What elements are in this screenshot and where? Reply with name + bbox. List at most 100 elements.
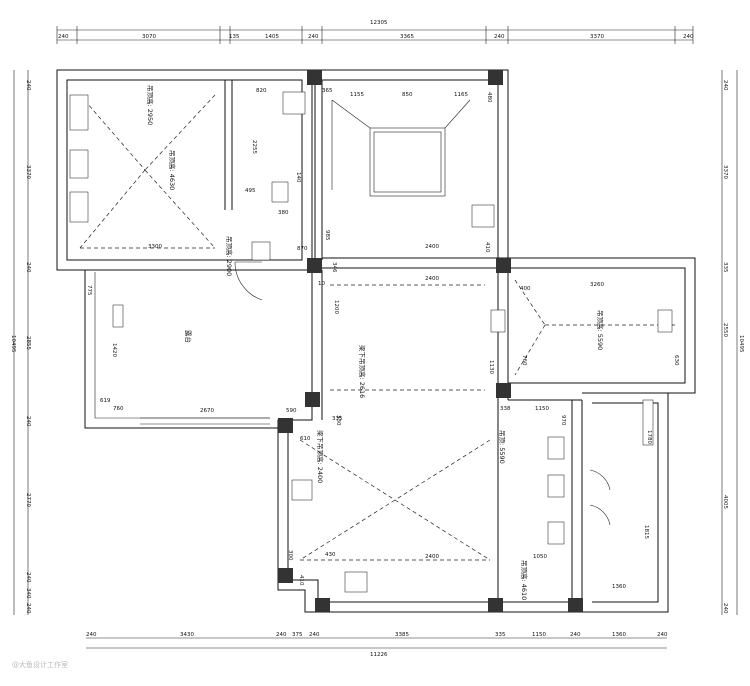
dim-1420: 1420	[111, 343, 117, 357]
left-dimension-chain: 240 3370 240 2855 240 2770 240 340 240 1…	[10, 70, 31, 615]
room-nw-ceiling-2: 吊顶高: 4630	[168, 150, 177, 190]
dim-1130: 1130	[488, 360, 494, 374]
balcony-label: 露台	[184, 330, 193, 343]
bottom-total-dimension: 11226	[370, 652, 388, 658]
top-dim-6: 3365	[400, 34, 414, 40]
top-dim-5: 240	[308, 34, 319, 40]
dim-338: 338	[500, 406, 511, 412]
top-dim-3: 135	[229, 34, 240, 40]
dim-3300: 3300	[148, 244, 162, 250]
dim-850: 850	[402, 92, 413, 98]
dim-1200: 1200	[333, 300, 339, 314]
dim-760: 760	[113, 406, 124, 412]
top-dim-8: 3370	[590, 34, 604, 40]
top-dim-4: 1405	[265, 34, 279, 40]
dim-760-e: 760	[521, 355, 527, 366]
dim-365: 365	[322, 88, 333, 94]
right-dim-4: 2550	[722, 323, 728, 337]
bottom-dim-11: 240	[657, 632, 668, 638]
top-total-dimension: 12305	[370, 20, 388, 26]
dim-870: 870	[297, 246, 308, 252]
dim-2400-bottom: 2400	[425, 554, 439, 560]
bottom-dim-4: 375	[292, 632, 303, 638]
left-dim-7: 240	[25, 572, 31, 583]
room-nw-ceiling: 吊顶高: 2950	[146, 85, 155, 125]
right-dim-6: 240	[722, 603, 728, 614]
dim-1165: 1165	[454, 92, 468, 98]
dim-2670: 2670	[200, 408, 214, 414]
bottom-right-ceiling: 吊顶高: 4610	[520, 560, 529, 600]
top-dim-1: 240	[58, 34, 69, 40]
top-dim-9: 240	[683, 34, 694, 40]
dim-346: 346	[331, 262, 337, 273]
door-swings	[234, 261, 611, 526]
right-dim-5: 4005	[722, 495, 728, 509]
dim-2255: 2255	[251, 140, 257, 154]
dim-410-top: 410	[484, 242, 490, 253]
dim-619: 619	[100, 398, 111, 404]
bottom-dim-5: 240	[309, 632, 320, 638]
room-labels: 吊顶高: 2950 吊顶高: 4630 露台 梁下吊顶高: 2616 吊顶高: …	[146, 85, 605, 600]
hall-ceiling-label-2: 吊顶: 5590	[498, 430, 506, 464]
dim-3260: 3260	[590, 282, 604, 288]
left-dim-6: 2770	[25, 493, 31, 507]
bottom-dim-3: 240	[276, 632, 287, 638]
left-dim-5: 240	[25, 416, 31, 427]
bottom-dim-9: 240	[570, 632, 581, 638]
left-dim-3: 240	[25, 262, 31, 273]
left-dim-1: 240	[25, 80, 31, 91]
dim-410-bottom: 410	[298, 575, 304, 586]
left-dim-8: 340	[25, 588, 31, 599]
corridor-ceiling-label: 梁下吊顶高: 2616	[358, 345, 367, 398]
dim-1050: 1050	[533, 554, 547, 560]
dim-1155: 1155	[350, 92, 364, 98]
interior-dimensions: 820 1155 850 1165 2255 3300 2400 870 240…	[86, 88, 679, 590]
watermark-text: @大鱼设计工作室	[12, 661, 68, 669]
dim-820: 820	[256, 88, 267, 94]
bottom-dimension-chain: 240 3430 240 375 240 3385 335 1150 240 1…	[86, 632, 668, 658]
room-east-ceiling: 吊顶高: 5590	[596, 310, 605, 350]
dim-775: 775	[86, 285, 92, 296]
dim-985: 985	[324, 230, 330, 241]
dim-300: 300	[287, 550, 293, 561]
left-dim-2: 3370	[25, 165, 31, 179]
top-dimension-chain: 12305 240 3070 135 1405 240 3365 240 337…	[56, 20, 694, 44]
bottom-dim-6: 3385	[395, 632, 409, 638]
right-dim-3: 335	[722, 262, 728, 273]
dim-330: 330	[335, 415, 341, 426]
dim-400: 400	[520, 286, 531, 292]
dim-480: 480	[486, 92, 492, 103]
dim-970: 970	[560, 415, 566, 426]
bottom-dim-8: 1150	[532, 632, 546, 638]
dim-335: 335	[332, 416, 343, 422]
dim-1815: 1815	[643, 525, 649, 539]
top-dim-2: 3070	[142, 34, 156, 40]
bottom-dim-1: 240	[86, 632, 97, 638]
left-dim-9: 240	[25, 603, 31, 614]
dim-140: 140	[295, 172, 301, 183]
bottom-dim-2: 3430	[180, 632, 194, 638]
structural-columns	[278, 70, 583, 612]
dim-1150: 1150	[535, 406, 549, 412]
left-total-dimension: 10495	[10, 335, 16, 353]
dim-1360: 1360	[612, 584, 626, 590]
hall-ceiling-label: 梁下吊顶高: 2400	[316, 430, 325, 483]
right-dim-1: 240	[722, 80, 728, 91]
dim-380: 380	[278, 210, 289, 216]
ceiling-dashed-lines	[79, 94, 675, 561]
dim-630: 630	[673, 355, 679, 366]
dim-2400-mid: 2400	[425, 276, 439, 282]
dim-2400-top: 2400	[425, 244, 439, 250]
left-dim-4: 2855	[25, 336, 31, 350]
right-dim-2: 3370	[722, 165, 728, 179]
fixture-boxes	[69, 91, 673, 593]
right-total-dimension: 10495	[738, 335, 744, 353]
top-dim-7: 240	[494, 34, 505, 40]
dim-590: 590	[286, 408, 297, 414]
dim-495: 495	[245, 188, 256, 194]
small-room-ceiling: 吊顶高: 2900	[225, 236, 234, 276]
dim-1780: 1780	[646, 430, 652, 444]
bottom-dim-10: 1360	[612, 632, 626, 638]
dim-10: 10	[318, 281, 325, 287]
